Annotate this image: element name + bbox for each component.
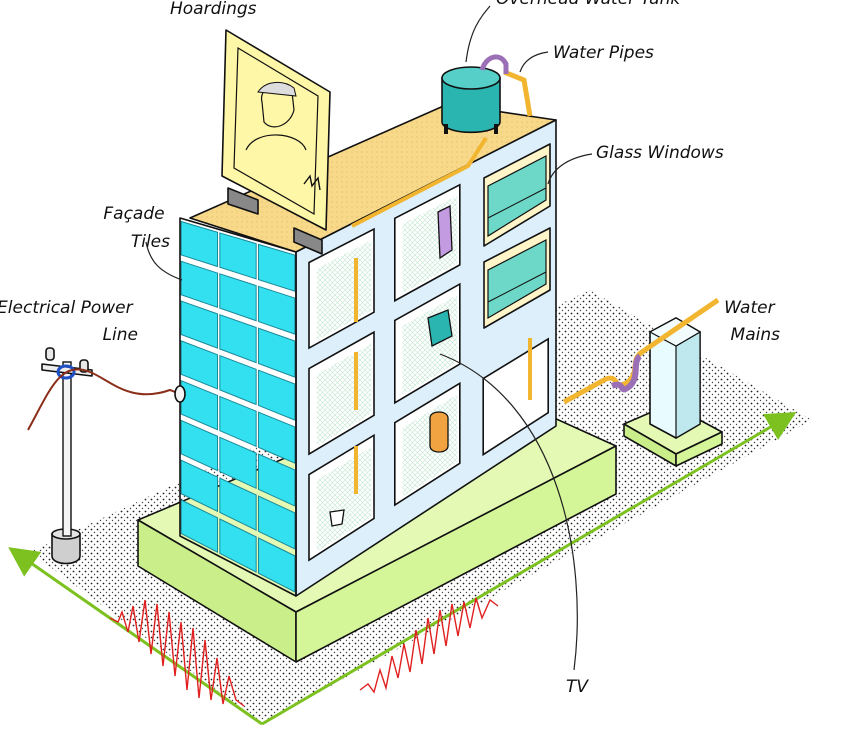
label-tv: TV xyxy=(566,677,589,697)
label-electrical-power-line: Electrical Power Line xyxy=(0,298,138,345)
label-water-mains-line2: Mains xyxy=(731,325,781,345)
facade-tile xyxy=(258,328,294,377)
facade-tile xyxy=(181,341,217,389)
label-water-mains-line1: Water xyxy=(724,298,775,318)
power-cable xyxy=(28,369,180,430)
facade-tile xyxy=(220,274,256,321)
facade-tile xyxy=(181,261,217,307)
label-power-line1: Electrical Power xyxy=(0,298,134,318)
label-water-pipes: Water Pipes xyxy=(553,43,654,63)
facade-tile xyxy=(220,356,256,405)
purple-heater xyxy=(438,206,452,258)
overhead-water-tank xyxy=(442,57,506,134)
label-water-mains: Water Mains xyxy=(724,298,780,345)
facade-tiles xyxy=(181,222,295,592)
facade-tile xyxy=(220,396,256,446)
facade-tile xyxy=(220,233,256,279)
facade-tile xyxy=(258,370,294,420)
label-hoardings: Hoardings xyxy=(170,0,257,19)
facade-tile xyxy=(258,286,294,334)
facade-tile xyxy=(258,244,294,291)
water-pipe-right xyxy=(504,72,530,116)
facade-tile xyxy=(220,315,256,363)
label-glass-windows: Glass Windows xyxy=(596,143,724,163)
label-facade-line2: Tiles xyxy=(131,232,170,252)
facade-tile xyxy=(181,222,217,267)
label-power-line2: Line xyxy=(103,325,138,345)
label-overhead-water-tank: Overhead Water Tank xyxy=(496,0,681,9)
orange-cylinder xyxy=(430,412,448,452)
bucket xyxy=(330,510,344,526)
facade-tile xyxy=(181,301,217,348)
label-facade-line1: Façade xyxy=(103,204,164,224)
label-facade-tiles: Façade Tiles xyxy=(103,204,170,252)
